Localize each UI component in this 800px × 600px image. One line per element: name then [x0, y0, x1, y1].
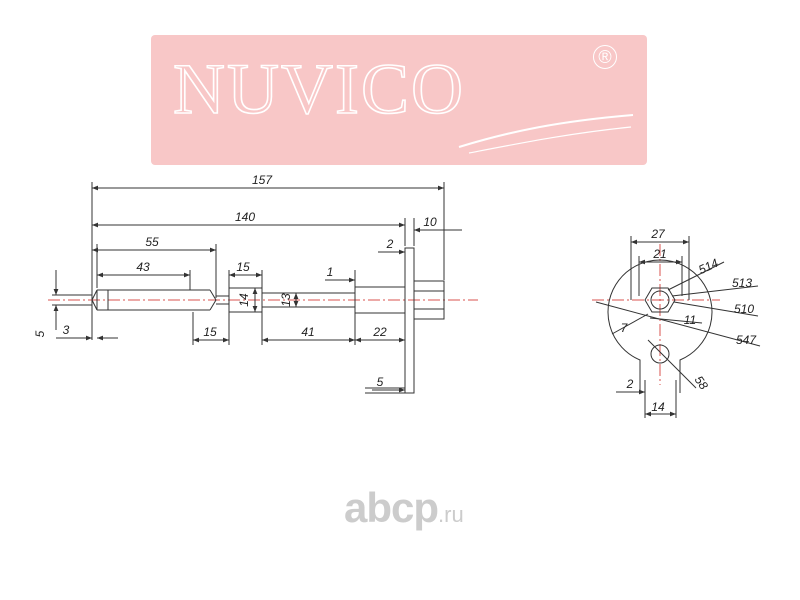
dim-514: 514: [696, 256, 720, 277]
dim-27: 27: [650, 227, 666, 241]
side-view: [48, 182, 478, 394]
watermark-tld: .ru: [438, 502, 464, 527]
hex-bore: [650, 290, 670, 310]
dim-1: 1: [327, 265, 334, 279]
dim-7: 7: [621, 321, 629, 335]
logo-swoosh-icon: [458, 114, 634, 154]
dim-2-end: 2: [626, 377, 634, 391]
end-view: [592, 236, 761, 418]
registered-mark: ®: [593, 45, 617, 69]
flange-plate: [404, 247, 415, 394]
dim-43: 43: [136, 260, 150, 274]
hex-nut: [644, 287, 676, 313]
dim-2-side: 2: [386, 237, 394, 251]
dim-5-flange: 5: [377, 375, 384, 389]
dim-10: 10: [423, 215, 437, 229]
dim-14-end: 14: [651, 400, 665, 414]
dim-157: 157: [252, 173, 273, 187]
nuvico-logo: NUVICO ®: [151, 35, 647, 165]
dim-5-left: 5: [33, 330, 47, 337]
dim-14-side: 14: [237, 293, 251, 307]
abcp-watermark: abcp.ru: [344, 487, 464, 529]
dim-58: 58: [692, 373, 711, 392]
dim-140: 140: [235, 210, 255, 224]
dim-513: 513: [732, 276, 752, 290]
dim-55: 55: [145, 235, 159, 249]
watermark-main: abcp: [344, 484, 439, 531]
dim-11: 11: [684, 313, 696, 327]
dim-15-top: 15: [236, 260, 250, 274]
dim-13: 13: [279, 293, 293, 307]
dim-510: 510: [734, 302, 754, 316]
dim-22: 22: [372, 325, 387, 339]
flange-hole: [650, 344, 670, 364]
hex-head: [413, 280, 445, 320]
dim-547: 547: [736, 333, 757, 347]
dim-15-bottom: 15: [203, 325, 217, 339]
logo-wordmark: NUVICO: [172, 48, 465, 130]
dim-41: 41: [301, 325, 314, 339]
dim-3: 3: [63, 323, 70, 337]
dim-21: 21: [652, 247, 666, 261]
